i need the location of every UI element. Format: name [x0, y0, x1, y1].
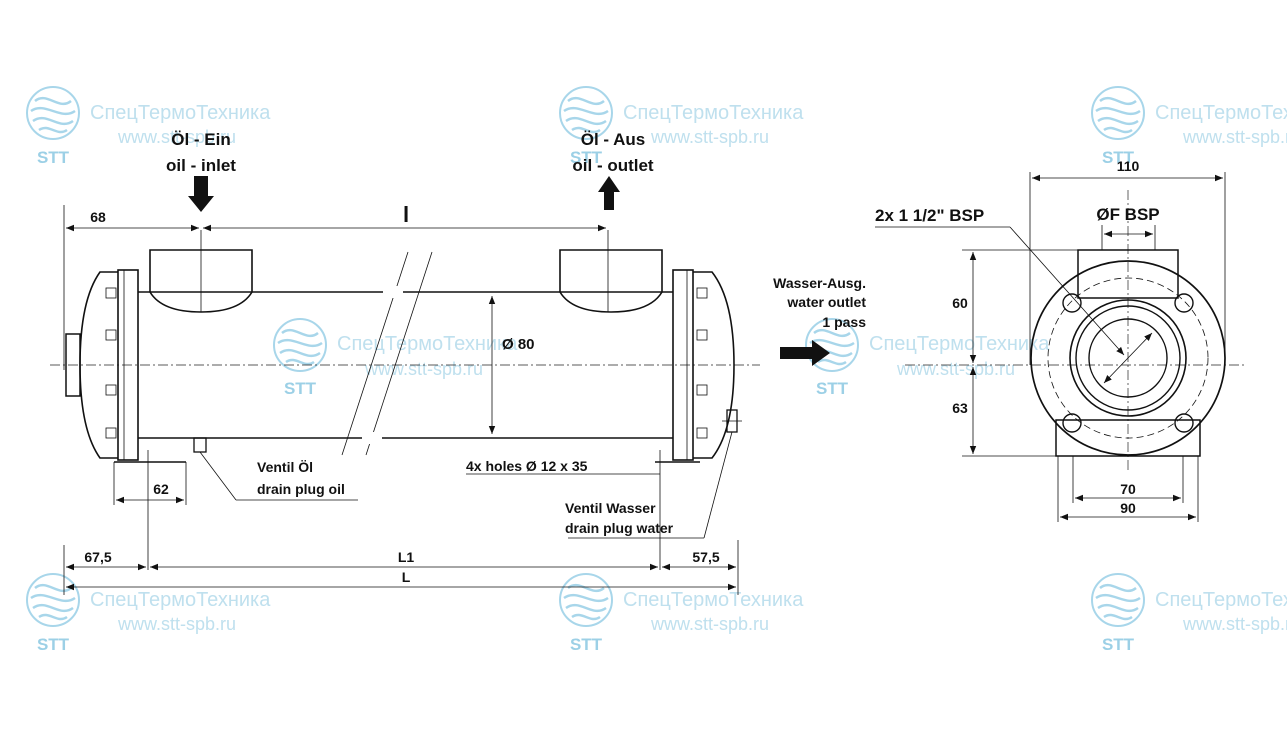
water-outlet-label-de: Wasser-Ausg.	[773, 275, 866, 291]
oil-inlet-label-en: oil - inlet	[166, 156, 236, 175]
drain-water-label-en: drain plug water	[565, 520, 674, 536]
dim-L: L	[402, 569, 411, 585]
oil-outlet-port	[559, 249, 663, 313]
bolt-hole-icon	[1062, 293, 1082, 313]
bolt-icon	[105, 287, 117, 299]
watermark-abbr: STT	[1102, 635, 1135, 654]
dim-60: 60	[952, 295, 968, 311]
dim-63: 63	[952, 400, 968, 416]
bolt-icon	[105, 427, 117, 439]
watermark-brand: СпецТермоТехника	[90, 589, 271, 611]
dim-57-5: 57,5	[692, 549, 719, 565]
stt-logo-icon	[272, 317, 328, 373]
oil-outlet-label-de: Öl - Aus	[581, 130, 646, 149]
dim-70: 70	[1120, 481, 1136, 497]
watermark-abbr: STT	[816, 379, 849, 398]
bolt-icon	[696, 384, 708, 396]
dim-90: 90	[1120, 500, 1136, 516]
watermark-abbr: STT	[570, 635, 603, 654]
watermark-abbr: STT	[37, 635, 70, 654]
watermark-abbr: STT	[284, 379, 317, 398]
right-flange	[672, 269, 694, 461]
watermark-brand: СпецТермоТехника	[90, 102, 271, 124]
dim-dia80: Ø 80	[502, 336, 535, 353]
bolt-hole-icon	[1174, 293, 1194, 313]
stt-logo-icon	[558, 572, 614, 628]
watermark-top-left: STT СпецТермоТехника www.stt-spb.ru	[25, 85, 271, 167]
watermark-url: www.stt-spb.ru	[117, 127, 236, 147]
watermark-mid-right: STT СпецТермоТехника www.stt-spb.ru	[804, 317, 1050, 398]
watermark-url: www.stt-spb.ru	[650, 614, 769, 634]
dim-68: 68	[90, 209, 106, 225]
left-flange	[117, 269, 139, 461]
dim-110: 110	[1117, 158, 1140, 174]
bottom-foot	[1055, 419, 1201, 457]
watermark-brand: СпецТермоТехника	[337, 333, 518, 355]
shell-outer	[1069, 299, 1187, 417]
oil-inlet-port	[149, 249, 253, 313]
water-outlet-label-en: water outlet	[786, 294, 866, 310]
watermark-abbr: STT	[570, 148, 603, 167]
watermark-bottom-left: STT СпецТермоТехника www.stt-spb.ru	[25, 572, 271, 654]
passes-label: 1 pass	[822, 314, 866, 330]
oil-inlet-label-de: Öl - Ein	[171, 130, 231, 149]
watermark-url: www.stt-spb.ru	[117, 614, 236, 634]
dim-l: l	[403, 202, 409, 227]
dim-62: 62	[153, 481, 169, 497]
watermark-brand: СпецТермоТехника	[1155, 102, 1287, 124]
watermark-top-center: STT СпецТермоТехника www.stt-spb.ru	[558, 85, 804, 167]
watermark-abbr: STT	[37, 148, 70, 167]
arrow-up-icon	[598, 176, 620, 210]
arrow-down-icon	[188, 176, 214, 212]
watermark-brand: СпецТермоТехника	[623, 589, 804, 611]
bsp-side-label: 2x 1 1/2" BSP	[875, 206, 984, 225]
bolt-hole-icon	[1062, 413, 1082, 433]
watermark-url: www.stt-spb.ru	[1182, 614, 1287, 634]
watermark-url: www.stt-spb.ru	[650, 127, 769, 147]
stt-logo-icon	[25, 572, 81, 628]
bolt-icon	[696, 287, 708, 299]
bolt-icon	[105, 384, 117, 396]
oil-outlet-label-en: oil - outlet	[572, 156, 654, 175]
bolt-hole-icon	[1174, 413, 1194, 433]
watermark-brand: СпецТермоТехника	[869, 333, 1050, 355]
stt-logo-icon	[1090, 85, 1146, 141]
watermark-url: www.stt-spb.ru	[1182, 127, 1287, 147]
bolt-icon	[696, 427, 708, 439]
watermark-mid-left: STT СпецТермоТехника www.stt-spb.ru	[272, 317, 518, 398]
watermark-abbr: STT	[1102, 148, 1135, 167]
drain-plug-oil	[193, 437, 207, 453]
right-end-cap	[693, 271, 735, 459]
watermark-url: www.stt-spb.ru	[364, 359, 483, 379]
watermark-url: www.stt-spb.ru	[896, 359, 1015, 379]
arrow-right-icon	[780, 340, 830, 366]
dim-L1: L1	[398, 549, 415, 565]
bolt-icon	[696, 329, 708, 341]
side-view: Öl - Ein oil - inlet Öl - Aus oil - outl…	[50, 130, 866, 595]
drain-water-label-de: Ventil Wasser	[565, 500, 656, 516]
watermark-bottom-right: STT СпецТермоТехника www.stt-spb.ru	[1090, 572, 1287, 654]
stt-logo-icon	[25, 85, 81, 141]
watermark-bottom-center: STT СпецТермоТехника www.stt-spb.ru	[558, 572, 804, 654]
stt-logo-icon	[1090, 572, 1146, 628]
dim-67-5: 67,5	[84, 549, 111, 565]
drain-oil-label-en: drain plug oil	[257, 481, 345, 497]
watermark-top-right: STT СпецТермоТехника www.stt-spb.ru	[1090, 85, 1287, 167]
bolt-icon	[105, 329, 117, 341]
holes-label: 4x holes Ø 12 x 35	[466, 458, 588, 474]
end-view: 2x 1 1/2" BSP ØF BSP 110 60 63 70 90	[875, 158, 1245, 522]
left-boss	[65, 333, 81, 397]
drain-oil-label-de: Ventil Öl	[257, 459, 313, 475]
watermark-brand: СпецТермоТехника	[623, 102, 804, 124]
port-bore	[1088, 318, 1168, 398]
bsp-flange-label: ØF BSP	[1096, 205, 1159, 224]
watermark-brand: СпецТермоТехника	[1155, 589, 1287, 611]
